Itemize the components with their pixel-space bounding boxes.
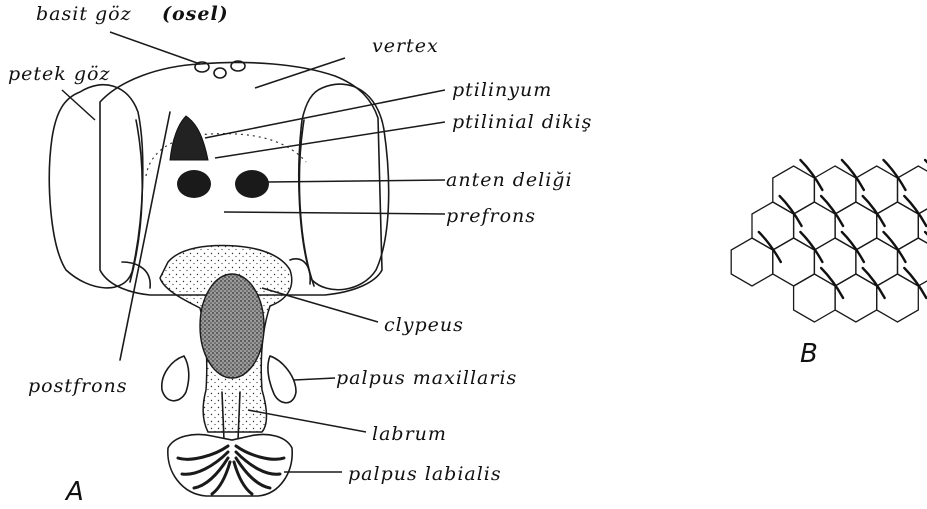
leader-anten-deligi — [268, 180, 445, 182]
ptilinial-suture — [146, 134, 306, 176]
facet-hexagon — [835, 274, 877, 322]
label-palpus-maxillaris: palpus maxillaris — [336, 367, 517, 389]
facet-hexagon — [814, 166, 856, 214]
label-clypeus: clypeus — [384, 314, 464, 336]
label-vertex: vertex — [372, 35, 439, 57]
hexagon-facets — [731, 166, 927, 322]
ptilinum — [170, 116, 208, 160]
leader-petek-goz — [62, 90, 95, 120]
facet-detail-drawing — [731, 160, 927, 322]
facet-hexagon — [814, 238, 856, 286]
panel-letter-b: B — [800, 339, 818, 369]
label-labrum: labrum — [372, 423, 447, 445]
facet-hexagon — [773, 238, 815, 286]
label-ptilinyum: ptilinyum — [452, 79, 552, 101]
leader-prefrons — [224, 212, 445, 214]
leader-vertex — [255, 58, 345, 88]
facet-hexagon — [856, 166, 898, 214]
facet-hexagon — [773, 166, 815, 214]
label-ptilinial-dikis: ptilinial dikiş — [452, 111, 592, 133]
leader-clypeus — [262, 288, 378, 322]
facet-hexagon — [877, 202, 919, 250]
labels: basit göz (osel) petek göz vertex ptilin… — [8, 3, 818, 507]
facet-hexagon — [856, 238, 898, 286]
leader-palpus-maxillaris — [294, 378, 335, 380]
facet-hexagon — [835, 202, 877, 250]
left-compound-eye — [49, 85, 142, 288]
facet-bristles — [759, 160, 927, 298]
label-osel: (osel) — [162, 3, 229, 25]
leader-basit-goz — [110, 32, 200, 64]
facet-hexagon — [752, 202, 794, 250]
antenna-socket-left — [177, 170, 211, 198]
leader-ptilinial-dikis — [215, 122, 445, 158]
label-petek-goz: petek göz — [8, 63, 110, 85]
label-palpus-labialis: palpus labialis — [348, 463, 502, 485]
clypeus-oval — [200, 274, 264, 378]
facet-hexagon — [794, 202, 836, 250]
panel-letter-a: A — [64, 477, 84, 507]
right-compound-eye — [299, 84, 389, 290]
postfrons-line — [120, 112, 170, 360]
facet-hexagon — [877, 274, 919, 322]
label-prefrons: prefrons — [446, 205, 536, 227]
facet-hexagon — [731, 238, 773, 286]
head-drawing — [49, 61, 388, 496]
left-maxillary-palp — [162, 356, 189, 401]
ocellus-middle — [214, 68, 226, 78]
right-maxillary-palp — [268, 356, 296, 403]
facet-hexagon — [794, 274, 836, 322]
label-postfrons: postfrons — [28, 375, 128, 397]
antenna-socket-right — [235, 170, 269, 198]
label-anten-deligi: anten deliği — [446, 169, 573, 191]
label-basit-goz: basit göz — [36, 3, 132, 25]
leader-ptilinyum — [205, 90, 445, 138]
